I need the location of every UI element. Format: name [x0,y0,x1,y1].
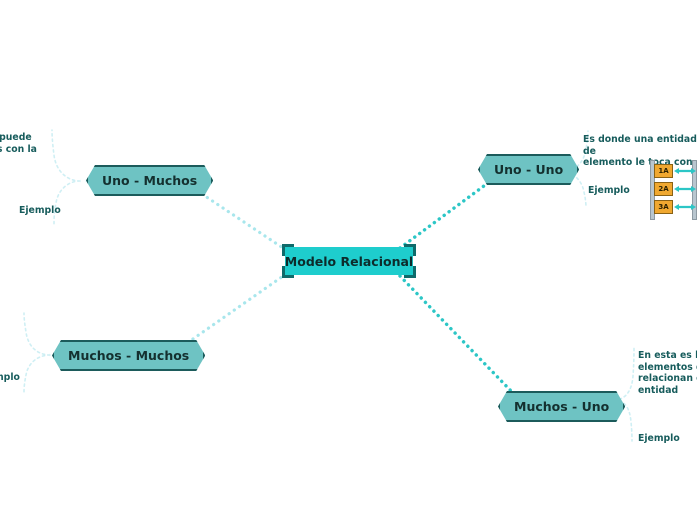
node-uno-uno-label: Uno - Uno [494,162,564,177]
annotation-uno-muchos: co puedenes con la [0,132,37,155]
node-uno-muchos-label: Uno - Muchos [102,173,198,188]
annotation-muchos-uno: En esta es lo qelementos derelacionan co… [638,350,697,396]
example-box-2a: 2A [654,182,673,196]
example-diagram-uno-uno: 1A 2A 3A [650,160,697,220]
corner-bracket-top-left [282,244,294,256]
corner-bracket-bottom-left [282,266,294,278]
example-label-muchos-muchos: mplo [0,372,20,383]
corner-bracket-bottom-right [404,266,416,278]
connector-central-muchos-muchos [178,272,288,350]
connector-central-muchos-uno [398,274,514,394]
node-uno-muchos[interactable]: Uno - Muchos [86,165,213,196]
double-arrow-icon-group [674,168,696,210]
node-muchos-muchos[interactable]: Muchos - Muchos [52,340,205,371]
bracket-muchos-muchos [23,312,51,393]
bracket-muchos-uno [613,347,635,442]
central-node[interactable]: Modelo Relacional [282,244,416,278]
example-label-uno-uno: Ejemplo [588,185,630,196]
bracket-uno-muchos [51,129,81,225]
example-box-column: 1A 2A 3A [654,164,673,214]
node-uno-uno[interactable]: Uno - Uno [478,154,579,185]
example-box-1a: 1A [654,164,673,178]
node-muchos-uno-label: Muchos - Uno [514,399,610,414]
connector-central-uno-muchos [188,184,288,252]
central-node-label: Modelo Relacional [284,253,414,269]
node-muchos-muchos-label: Muchos - Muchos [68,348,190,363]
node-muchos-uno[interactable]: Muchos - Uno [498,391,625,422]
example-label-muchos-uno: Ejemplo [638,433,680,444]
example-label-uno-muchos: Ejemplo [19,205,61,216]
corner-bracket-top-right [404,244,416,256]
example-box-3a: 3A [654,200,673,214]
connector-central-uno-uno [398,178,494,250]
